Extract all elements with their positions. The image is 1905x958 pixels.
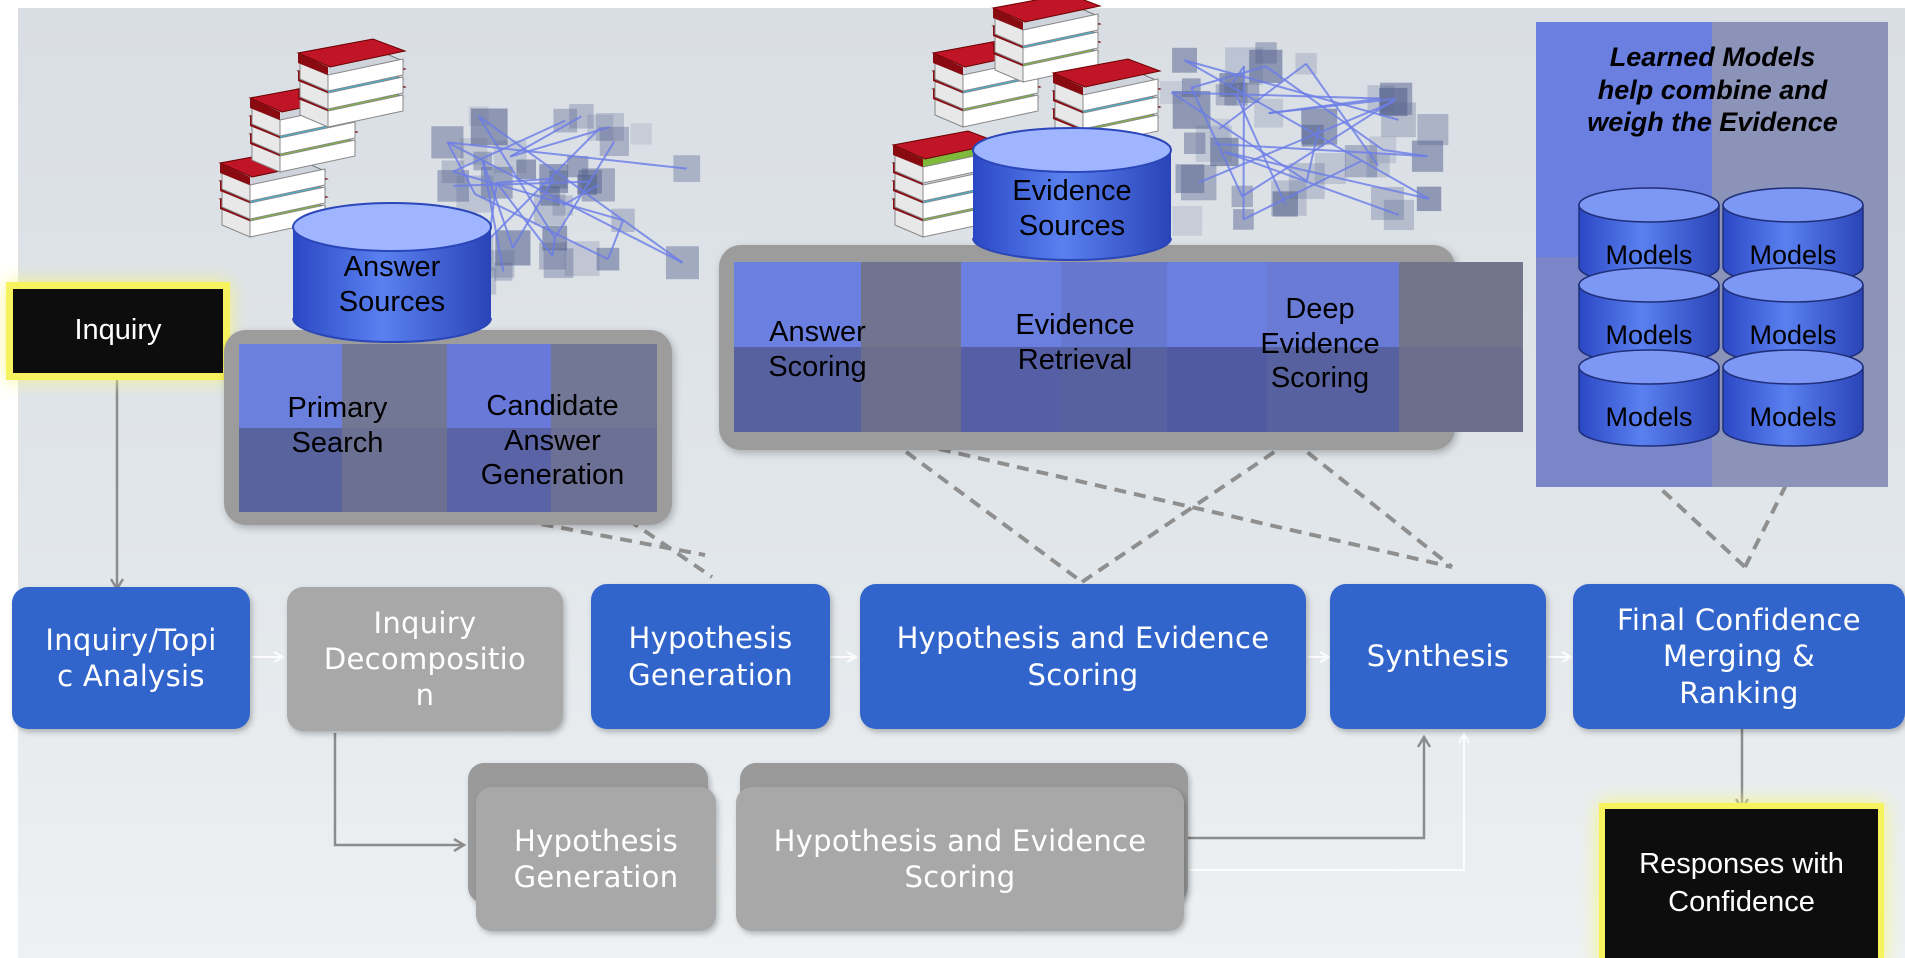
mosaic-tile xyxy=(1061,347,1167,432)
answer-scoring-label: Answer Scoring xyxy=(768,316,867,383)
model-label: Models xyxy=(1605,240,1693,270)
candidate-answer-generation-label: Candidate Answer Generation xyxy=(480,389,625,492)
flow-arrows xyxy=(117,374,1742,845)
hypothesis-evidence-scoring-box: Hypothesis and Evidence Scoring xyxy=(860,584,1306,729)
mosaic-tile xyxy=(1267,262,1399,347)
mosaic-tile xyxy=(1399,347,1523,432)
mosaic-tile xyxy=(1267,347,1399,432)
mosaic-tile xyxy=(239,428,342,512)
model-label: Models xyxy=(1749,402,1837,432)
mosaic-tile xyxy=(734,262,861,347)
scoring-panel-mosaic xyxy=(734,262,1523,432)
mosaic-tile xyxy=(1167,262,1267,347)
inquiry-decomposition-box: Inquiry Decompositio n xyxy=(287,587,563,731)
book-stack-icon xyxy=(218,38,407,238)
parallel-hypothesis-generation-box: Hypothesis Generation xyxy=(476,787,716,931)
parallel-hypothesis-evidence-scoring-box: Hypothesis and Evidence Scoring xyxy=(736,787,1184,931)
mosaic-tile xyxy=(861,262,961,347)
mosaic-tile xyxy=(1167,347,1267,432)
mosaic-tile xyxy=(961,262,1061,347)
mosaic-tile xyxy=(734,347,861,432)
model-label: Models xyxy=(1605,320,1693,350)
evidence-retrieval-label: Evidence Retrieval xyxy=(1015,309,1135,376)
mosaic-tile xyxy=(447,428,551,512)
learned-models-caption: Learned Models help combine and weigh th… xyxy=(1587,42,1838,138)
mosaic-tile xyxy=(961,347,1061,432)
faint-connectors xyxy=(252,657,1570,871)
model-label: Models xyxy=(1749,240,1837,270)
network-graph-icon xyxy=(1160,42,1449,236)
evidence-sources-label: Evidence Sources xyxy=(1012,175,1132,242)
mosaic-tile xyxy=(1399,262,1523,347)
model-label: Models xyxy=(1605,402,1693,432)
model-label: Models xyxy=(1749,320,1837,350)
hypothesis-generation-box: Hypothesis Generation xyxy=(591,584,830,729)
inquiry-topic-analysis-box: Inquiry/Topi c Analysis xyxy=(12,587,250,729)
network-graph-icon xyxy=(431,104,701,295)
answer-sources-label: Answer Sources xyxy=(338,251,446,318)
mosaic-tile xyxy=(551,428,657,512)
mosaic-tile xyxy=(342,344,447,428)
deep-evidence-scoring-label: Deep Evidence Scoring xyxy=(1260,292,1380,395)
responses-box: Responses with Confidence xyxy=(1605,809,1878,958)
primary-search-label: Primary Search xyxy=(287,392,388,459)
mosaic-tile xyxy=(551,344,657,428)
final-confidence-merging-box: Final Confidence Merging & Ranking xyxy=(1573,584,1905,729)
mosaic-tile xyxy=(239,344,342,428)
mosaic-tile xyxy=(447,344,551,428)
inquiry-box: Inquiry xyxy=(13,289,223,373)
search-panel-mosaic xyxy=(239,344,657,512)
synthesis-box: Synthesis xyxy=(1330,584,1546,729)
mosaic-tile xyxy=(861,347,961,432)
mosaic-tile xyxy=(1061,262,1167,347)
mosaic-tile xyxy=(342,428,447,512)
